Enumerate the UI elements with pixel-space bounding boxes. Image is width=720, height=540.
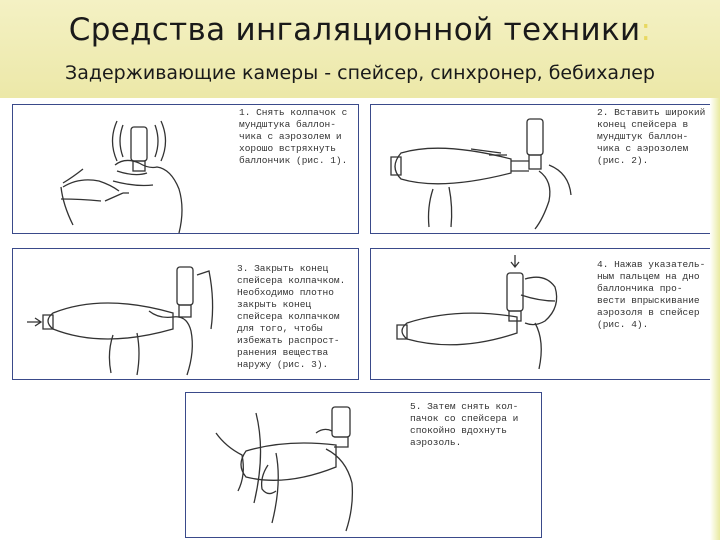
step-3-illustration: [27, 266, 214, 376]
right-edge-decoration: [710, 98, 720, 540]
title-colon: :: [640, 12, 652, 48]
step-1-text: 1. Снять колпачок с мундштука баллон- чи…: [239, 107, 348, 166]
step-3-text: 3. Закрыть конец спейсера колпачком. Нео…: [237, 263, 346, 370]
step-5-illustration: [215, 406, 354, 532]
step-2-panel: 2. Вставить широкий конец спейсера в мун…: [370, 104, 717, 234]
step-2-text: 2. Вставить широкий конец спейсера в мун…: [597, 107, 706, 166]
step-4-text: 4. Нажав указатель- ным пальцем на дно б…: [597, 259, 706, 330]
step-5-text: 5. Затем снять кол- пачок со спейсера и …: [410, 401, 519, 448]
step-4-illustration: [396, 255, 558, 370]
step-5-panel: 5. Затем снять кол- пачок со спейсера и …: [185, 392, 542, 538]
step-4-panel: 4. Нажав указатель- ным пальцем на дно б…: [370, 248, 717, 380]
step-3-panel: 3. Закрыть конец спейсера колпачком. Нео…: [12, 248, 359, 380]
instruction-area: 1. Снять колпачок с мундштука баллон- чи…: [0, 98, 720, 540]
slide-subtitle: Задерживающие камеры - спейсер, синхроне…: [65, 62, 655, 84]
step-1-panel: 1. Снять колпачок с мундштука баллон- чи…: [12, 104, 359, 234]
title-text: Средства ингаляционной техники: [68, 12, 641, 48]
step-2-illustration: [390, 118, 572, 230]
slide-title: Средства ингаляционной техники:: [0, 12, 720, 48]
slide-header: Средства ингаляционной техники: Задержив…: [0, 0, 720, 98]
step-1-illustration: [60, 120, 183, 233]
